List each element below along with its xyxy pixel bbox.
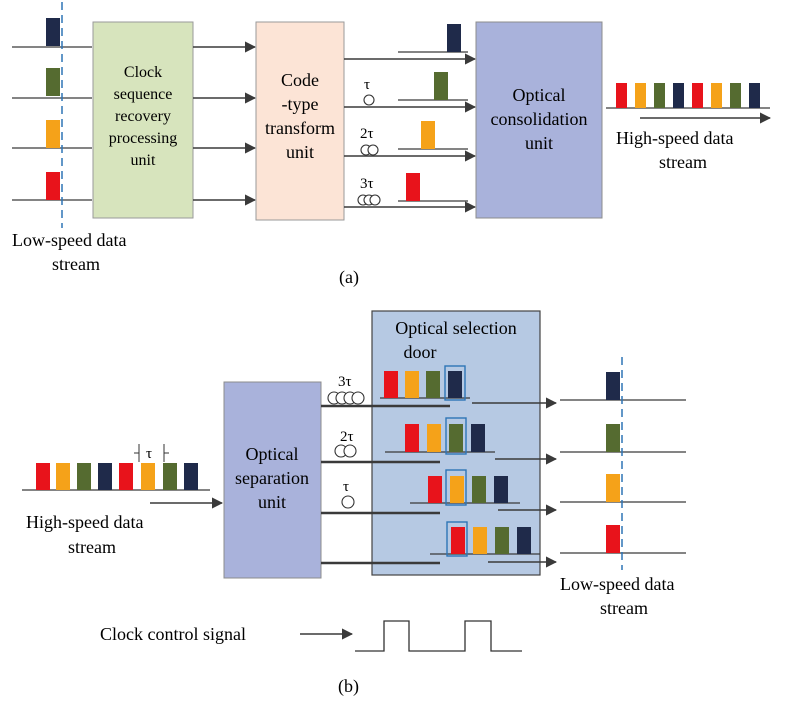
high-speed-input-b: τ: [22, 444, 224, 509]
delay-tau-b: τ: [343, 479, 349, 495]
clock-unit-line-2: sequence: [114, 86, 173, 103]
separation-line-3: unit: [258, 492, 286, 512]
selection-title-1: Optical selection: [395, 318, 516, 338]
selection-gate-4: [446, 521, 468, 557]
clock-signal-waveform: [355, 620, 522, 652]
code-transform-unit: [255, 21, 345, 221]
clock-unit-line-1: Clock: [124, 64, 162, 81]
delay-2tau-a: 2τ: [360, 126, 374, 142]
high-speed-label-b-2: stream: [68, 537, 116, 557]
low-speed-outputs-b: [560, 357, 686, 570]
selection-gate-1: [444, 365, 466, 401]
panel-b: τ High-speed data stream Optical separat…: [22, 310, 686, 697]
high-speed-label-a-1: High-speed data: [616, 128, 733, 148]
low-speed-label-a-2: stream: [52, 254, 100, 274]
pulse-navy: [46, 18, 60, 46]
clock-unit-line-5: unit: [131, 152, 156, 169]
pulse-orange: [46, 120, 60, 148]
low-speed-label-b-2: stream: [600, 598, 648, 618]
consolidation-line-2: consolidation: [491, 109, 588, 129]
low-speed-inputs-a: [12, 2, 92, 228]
code-unit-line-1: Code: [281, 70, 319, 90]
selection-gate-3: [445, 469, 467, 506]
high-speed-output-a: [606, 83, 772, 124]
high-speed-label-a-2: stream: [659, 152, 707, 172]
tau-spacing-label: τ: [146, 446, 152, 462]
optical-consolidation-unit: [475, 21, 603, 219]
clock-recovery-unit: [92, 21, 194, 219]
delay-2tau-b: 2τ: [340, 429, 354, 445]
clock-unit-line-4: processing: [109, 130, 177, 147]
high-speed-label-b-1: High-speed data: [26, 512, 143, 532]
pulse-green: [46, 68, 60, 96]
delay-tau-a: τ: [364, 77, 370, 93]
consolidation-line-3: unit: [525, 133, 553, 153]
optical-separation-unit: [223, 381, 322, 579]
caption-a: (a): [339, 267, 359, 288]
low-speed-label-b-1: Low-speed data: [560, 574, 674, 594]
low-speed-label-a-1: Low-speed data: [12, 230, 126, 250]
panel-a: Low-speed data stream Clock sequence rec…: [12, 2, 772, 288]
delay-3tau-b: 3τ: [338, 374, 352, 390]
code-unit-line-3: transform: [265, 118, 335, 138]
selection-gate-2: [445, 417, 467, 455]
consolidation-line-1: Optical: [513, 85, 566, 105]
code-unit-line-4: unit: [286, 142, 314, 162]
separation-line-2: separation: [235, 468, 309, 488]
clock-control-label: Clock control signal: [100, 624, 246, 644]
separation-line-1: Optical: [246, 444, 299, 464]
clock-unit-line-3: recovery: [115, 108, 171, 125]
code-unit-line-2: -type: [282, 94, 319, 114]
selection-title-2: door: [404, 342, 437, 362]
pulse-red: [46, 172, 60, 200]
delay-3tau-a: 3τ: [360, 176, 374, 192]
caption-b: (b): [338, 676, 359, 697]
